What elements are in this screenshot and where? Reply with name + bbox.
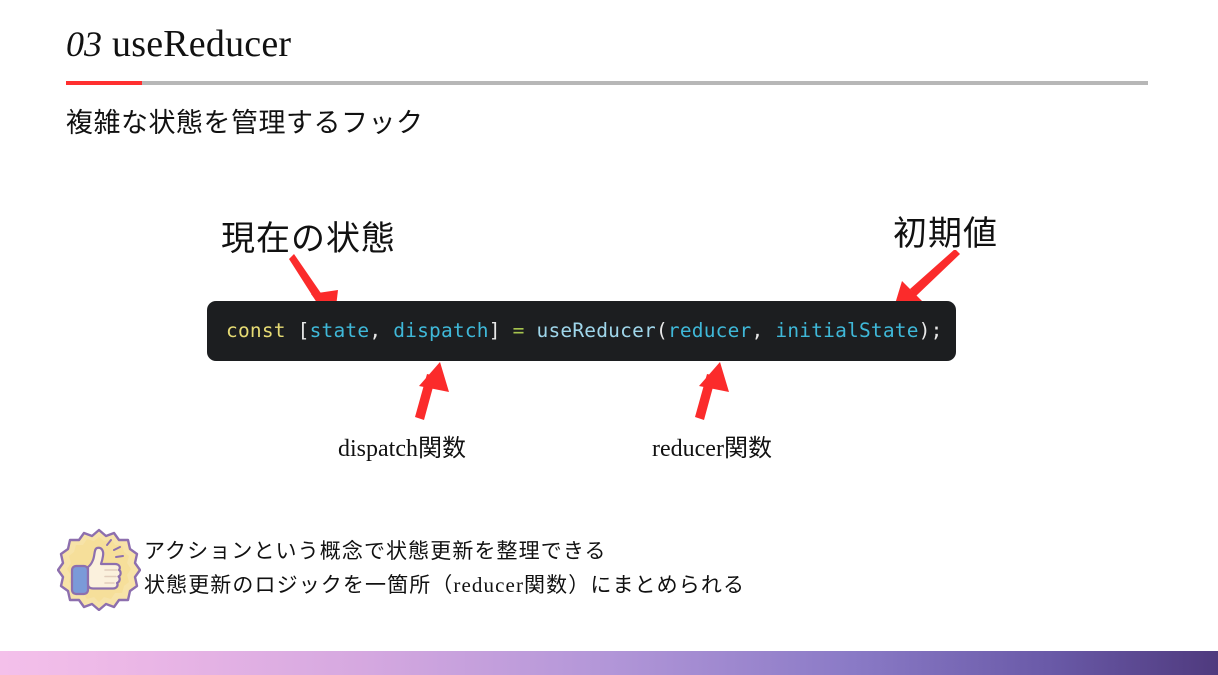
code-token: ; xyxy=(930,319,943,343)
code-token: reducer xyxy=(667,319,752,343)
page-title: 03 useReducer xyxy=(66,22,291,66)
code-token: [ xyxy=(297,319,310,343)
code-token: state xyxy=(309,319,370,343)
section-title: useReducer xyxy=(112,23,292,65)
page-subtitle: 複雑な状態を管理するフック xyxy=(66,108,424,138)
code-block: const [state, dispatch] = useReducer(red… xyxy=(207,301,956,361)
code-token: ( xyxy=(655,319,668,343)
code-token: , xyxy=(369,319,394,343)
note-block: アクションという概念で状態更新を整理できる 状態更新のロジックを一箇所（redu… xyxy=(144,534,745,602)
arrow-to-reducer-icon xyxy=(695,362,729,420)
code-token: ) xyxy=(918,319,931,343)
code-token: = xyxy=(512,319,525,343)
note-line-1: アクションという概念で状態更新を整理できる xyxy=(144,539,607,563)
callout-label-dispatch-function: dispatch関数 xyxy=(338,436,466,462)
code-token xyxy=(286,319,298,342)
title-divider xyxy=(66,81,1148,85)
code-token: useReducer xyxy=(536,319,656,343)
code-token xyxy=(501,319,513,342)
code-line: const [state, dispatch] = useReducer(red… xyxy=(226,321,943,341)
code-token: ] xyxy=(488,319,501,343)
code-token xyxy=(525,319,537,342)
footer-gradient-bar xyxy=(0,651,1218,675)
note-line-2: 状態更新のロジックを一箇所（reducer関数）にまとめられる xyxy=(144,573,746,598)
code-token: initialState xyxy=(775,319,919,343)
code-token: , xyxy=(751,319,776,343)
code-token: dispatch xyxy=(393,319,489,343)
callout-label-initial-value: 初期値 xyxy=(893,216,998,253)
callout-label-reducer-function: reducer関数 xyxy=(652,436,772,462)
code-token: const xyxy=(226,319,286,343)
section-number: 03 xyxy=(66,24,102,64)
title-divider-accent xyxy=(66,81,142,85)
thumbs-up-badge-icon xyxy=(57,528,141,611)
callout-label-current-state: 現在の状態 xyxy=(221,221,396,258)
arrow-to-dispatch-icon xyxy=(415,362,449,420)
